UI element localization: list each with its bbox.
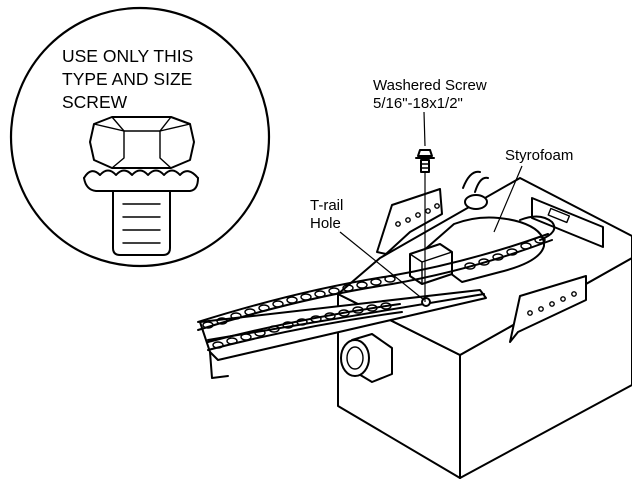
label-screw-size: 5/16"-18x1/2" bbox=[373, 95, 463, 112]
callout-text-line3: SCREW bbox=[62, 92, 128, 112]
screw-large-icon bbox=[83, 116, 199, 256]
label-washered-screw: Washered Screw bbox=[373, 77, 487, 94]
label-t-rail: T-rail bbox=[310, 197, 343, 214]
label-hole: Hole bbox=[310, 215, 341, 232]
screw-callout: USE ONLY THIS TYPE AND SIZE SCREW bbox=[9, 6, 271, 268]
t-rail bbox=[199, 289, 487, 361]
callout-text-line2: TYPE AND SIZE bbox=[62, 69, 192, 89]
motor-unit bbox=[337, 170, 632, 479]
t-rail-assembly bbox=[197, 215, 556, 379]
right-plate bbox=[509, 275, 587, 343]
callout-circle bbox=[9, 6, 271, 268]
upper-chain bbox=[197, 233, 553, 331]
washered-screw-icon bbox=[415, 149, 435, 302]
callout-text-line1: USE ONLY THIS bbox=[62, 46, 193, 66]
label-styrofoam: Styrofoam bbox=[505, 147, 573, 164]
light-socket-icon bbox=[340, 333, 393, 383]
lower-chain bbox=[207, 302, 403, 351]
